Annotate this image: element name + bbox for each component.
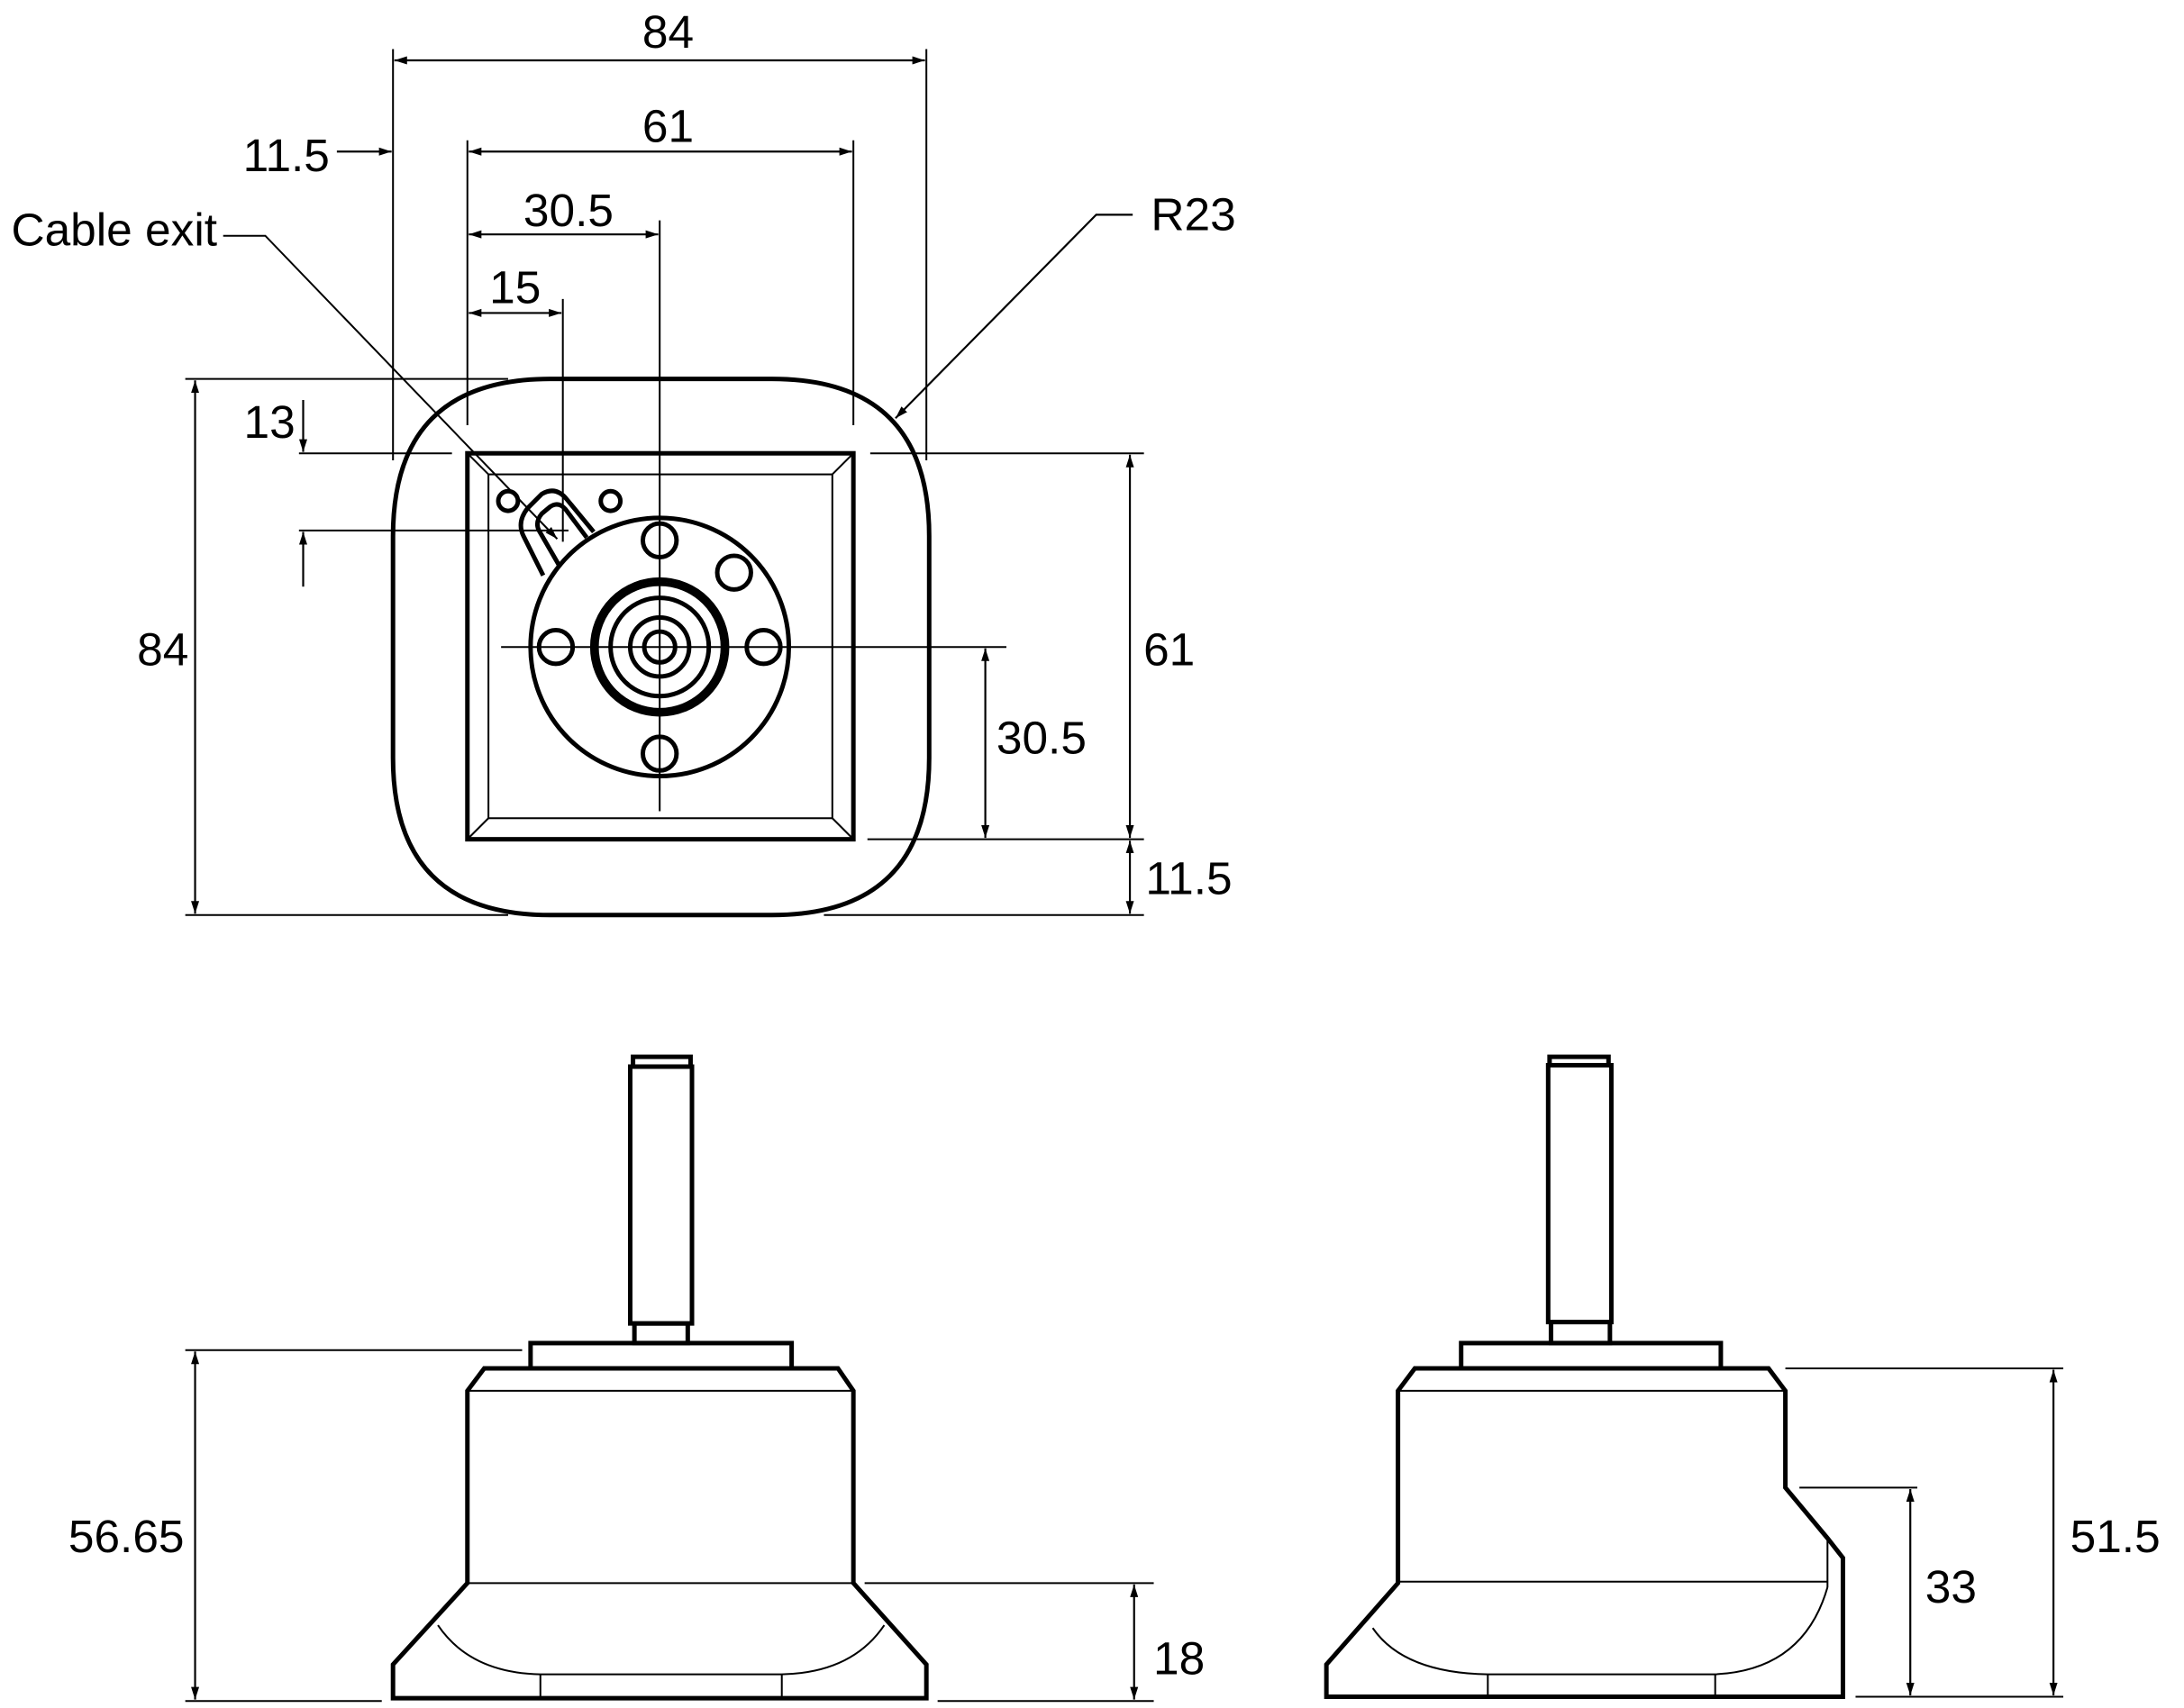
label-18: 18 xyxy=(1153,1632,1205,1685)
label-33: 33 xyxy=(1925,1560,1977,1613)
side-extension-lines xyxy=(1785,1367,2064,1698)
side-stem xyxy=(1545,1062,1614,1325)
stem xyxy=(627,1064,695,1326)
side-stem-neck xyxy=(1548,1320,1613,1346)
label-cable-exit: Cable exit xyxy=(11,204,217,256)
label-11-5-y: 11.5 xyxy=(1145,851,1232,904)
front-view: 56.65 18 xyxy=(68,1054,1205,1703)
label-84-height: 84 xyxy=(137,622,188,675)
side-body-outline xyxy=(1324,1366,1845,1700)
label-61-width: 61 xyxy=(642,99,694,151)
bevel-corners xyxy=(467,452,854,840)
outer-outline xyxy=(390,377,932,918)
center-lines xyxy=(298,220,1006,812)
small-holes xyxy=(496,488,623,513)
top-plate xyxy=(528,1340,795,1371)
label-61-height: 61 xyxy=(1143,622,1195,675)
label-11-5-x: 11.5 xyxy=(243,129,330,181)
body-outline xyxy=(390,1366,929,1701)
front-extension-lines xyxy=(185,1349,1154,1703)
label-15-x: 15 xyxy=(489,261,541,313)
label-56-65: 56.65 xyxy=(68,1510,185,1562)
extension-lines xyxy=(185,49,1144,916)
side-view: 51.5 33 xyxy=(1324,1054,2161,1700)
body-lines xyxy=(437,1389,886,1699)
r23-leader xyxy=(895,214,1133,420)
label-r23: R23 xyxy=(1151,187,1235,240)
stem-neck xyxy=(632,1321,690,1346)
side-body-lines xyxy=(1371,1389,1829,1697)
label-30-5-x: 30.5 xyxy=(523,184,614,236)
label-13-y: 13 xyxy=(244,395,296,448)
label-84-width: 84 xyxy=(642,5,694,58)
cable-exit-leader xyxy=(223,234,559,540)
dimension-lines xyxy=(191,56,1134,914)
top-view: 84 61 11.5 30.5 15 Cable exit R23 13 84 … xyxy=(11,5,1236,918)
side-top-plate xyxy=(1459,1340,1724,1371)
label-51-5: 51.5 xyxy=(2070,1510,2161,1562)
label-30-5-y: 30.5 xyxy=(996,712,1087,764)
